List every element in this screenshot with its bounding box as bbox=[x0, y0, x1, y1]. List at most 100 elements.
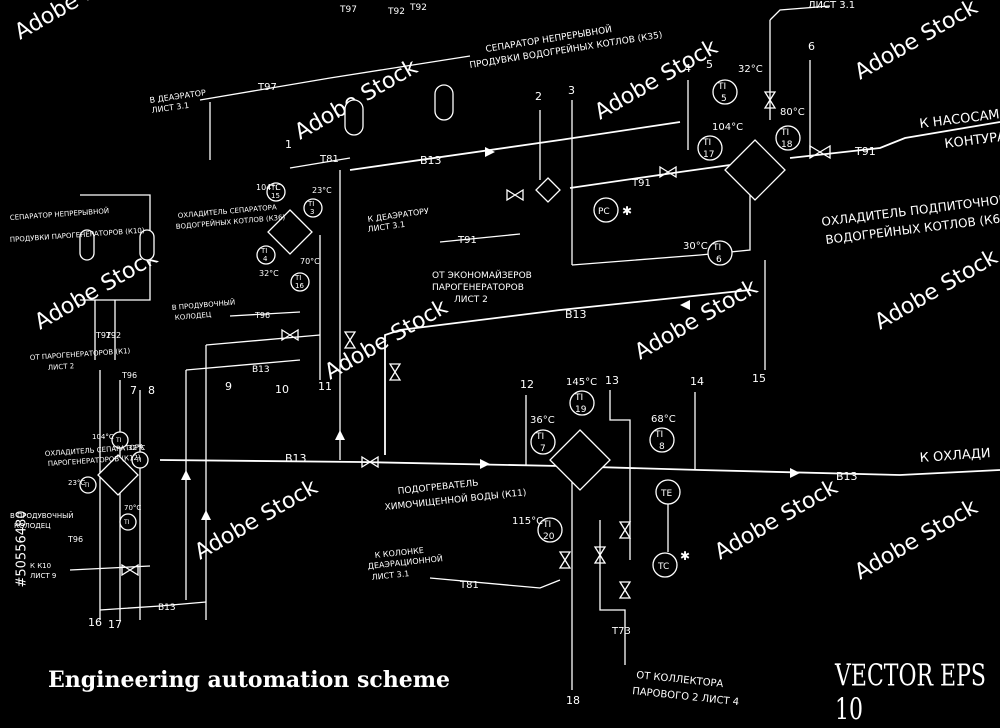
line-number: 14 bbox=[690, 375, 704, 388]
label-economizers: ПАРОГЕНЕРАТОРОВ bbox=[432, 283, 524, 293]
label-from-sg: ЛИСТ 2 bbox=[48, 362, 75, 372]
label-t81b: T81 bbox=[459, 580, 479, 591]
svg-text:✱: ✱ bbox=[680, 549, 690, 563]
label-b13: B13 bbox=[565, 308, 587, 321]
line-number: 2 bbox=[535, 90, 542, 103]
valve bbox=[660, 167, 676, 177]
label-t96: T96 bbox=[67, 535, 83, 544]
instrument-tc: TC✱ bbox=[653, 549, 690, 577]
label-t96: T96 bbox=[254, 311, 270, 320]
svg-text:68°C: 68°C bbox=[651, 414, 676, 425]
labels: ЛИСТ 3.1 T97 T92 T92 СЕПАРАТОР НЕПРЕРЫВН… bbox=[10, 0, 1000, 707]
pipe-left-h2 bbox=[186, 360, 300, 370]
separator-vessel bbox=[435, 85, 453, 120]
svg-text:4: 4 bbox=[263, 255, 268, 263]
label-t91: T91 bbox=[854, 145, 876, 158]
label-b13: B13 bbox=[420, 154, 442, 167]
svg-text:30°C: 30°C bbox=[683, 241, 708, 252]
image-caption: Engineering automation scheme bbox=[48, 667, 450, 693]
label-t92: T92 bbox=[387, 7, 405, 17]
svg-text:TI: TI bbox=[294, 274, 301, 282]
heat-exchanger-k11 bbox=[550, 430, 610, 490]
label-to-drain: КОЛОДЕЦ bbox=[174, 311, 212, 322]
label-from-collector: ПАРОВОГО 2 ЛИСТ 4 bbox=[632, 686, 740, 707]
line-number: 8 bbox=[148, 384, 155, 397]
label-t81: T81 bbox=[319, 154, 339, 165]
filter bbox=[536, 178, 560, 202]
valve bbox=[620, 522, 630, 538]
separator-vessel bbox=[345, 100, 363, 135]
pipe-t81-low bbox=[430, 578, 560, 588]
flow-arrow bbox=[335, 430, 345, 440]
svg-text:TI: TI bbox=[702, 138, 711, 148]
label-k10: ЛИСТ 9 bbox=[30, 572, 56, 580]
svg-text:TI: TI bbox=[123, 519, 130, 526]
svg-text:20: 20 bbox=[543, 532, 555, 542]
label-separator-left: СЕПАРАТОР НЕПРЕРЫВНОЙ bbox=[10, 206, 110, 222]
line-number: 12 bbox=[520, 378, 534, 391]
svg-text:TI: TI bbox=[780, 128, 789, 138]
line-number: 18 bbox=[566, 694, 580, 707]
svg-text:✱: ✱ bbox=[622, 204, 632, 218]
svg-text:5: 5 bbox=[721, 94, 727, 104]
svg-text:TI: TI bbox=[115, 437, 122, 444]
label-economizers: ОТ ЭКОНОМАЙЗЕРОВ bbox=[432, 269, 532, 281]
flow-arrow bbox=[680, 300, 690, 310]
pipelines bbox=[70, 6, 1000, 690]
label-t91: T91 bbox=[631, 178, 651, 189]
svg-text:TI: TI bbox=[535, 432, 544, 442]
svg-text:PC: PC bbox=[598, 207, 610, 217]
svg-text:19: 19 bbox=[575, 405, 587, 415]
pipe-t73 bbox=[600, 520, 625, 665]
label-sheet-top: ЛИСТ 3.1 bbox=[808, 0, 855, 11]
svg-text:104°C: 104°C bbox=[712, 122, 743, 133]
svg-text:32°C: 32°C bbox=[738, 64, 763, 75]
svg-text:15: 15 bbox=[271, 192, 280, 200]
label-to-cooler: К ОХЛАДИ bbox=[919, 446, 991, 466]
line-number: 1 bbox=[285, 138, 292, 151]
valve bbox=[282, 330, 298, 340]
svg-text:3: 3 bbox=[310, 208, 314, 216]
line-number: 13 bbox=[605, 374, 619, 387]
line-number: 16 bbox=[88, 616, 102, 629]
svg-text:TI: TI bbox=[260, 247, 267, 255]
line-number: 10 bbox=[275, 383, 289, 396]
instrument-ti-19: TI 19 145°C bbox=[566, 377, 597, 415]
heat-exchanger-k6 bbox=[725, 140, 785, 200]
label-economizers: ЛИСТ 2 bbox=[454, 295, 488, 305]
instrument-ti-5: TI 5 32°C bbox=[713, 64, 763, 104]
svg-text:TI: TI bbox=[654, 430, 663, 440]
instrument-pc: PC ✱ bbox=[594, 198, 632, 222]
watermark: Adobe Stock bbox=[851, 495, 983, 586]
pipe-t97 bbox=[200, 56, 470, 100]
flow-arrow bbox=[181, 470, 191, 480]
svg-text:16: 16 bbox=[295, 282, 304, 290]
svg-text:32°C: 32°C bbox=[259, 269, 279, 278]
pipe-b13-upper bbox=[350, 122, 680, 170]
valve bbox=[810, 146, 830, 158]
svg-text:145°C: 145°C bbox=[566, 377, 597, 388]
line-number: 11 bbox=[318, 380, 332, 393]
valve bbox=[390, 364, 400, 380]
svg-text:70°C: 70°C bbox=[300, 257, 320, 266]
svg-text:7: 7 bbox=[540, 444, 546, 454]
svg-text:17: 17 bbox=[703, 150, 714, 160]
valve bbox=[620, 582, 630, 598]
svg-text:TI: TI bbox=[717, 82, 726, 92]
label-b13: B13 bbox=[158, 603, 176, 613]
svg-text:TI: TI bbox=[542, 520, 551, 530]
svg-text:104°C: 104°C bbox=[256, 183, 281, 192]
label-t97: T97 bbox=[339, 5, 357, 15]
instrument-ti-17: TI 17 104°C bbox=[698, 122, 743, 160]
line-number: 5 bbox=[706, 58, 713, 71]
svg-text:TI: TI bbox=[574, 393, 583, 403]
